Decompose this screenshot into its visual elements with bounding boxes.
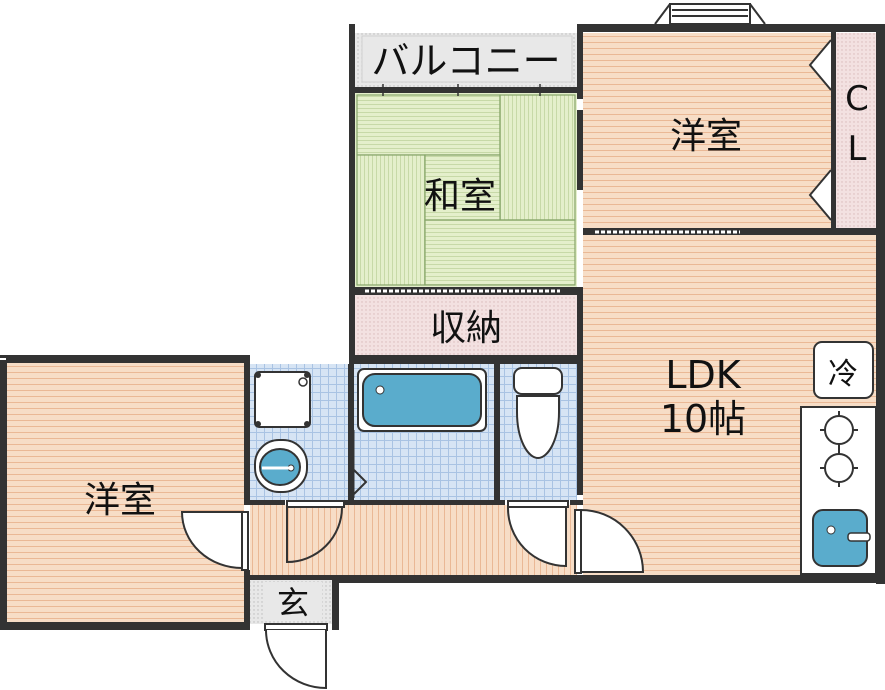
western-room-top-label: 洋室 [670,116,742,157]
tatami-mat [499,94,576,221]
fridge-box [813,341,874,399]
toilet [513,367,563,460]
fridge-label: 冷 [828,357,858,392]
wall [570,500,583,505]
wall [349,355,583,364]
wall [0,355,250,363]
bathtub [357,368,487,432]
stove-burner-icon [824,453,854,483]
wall [244,570,250,630]
fridge: 冷 [813,341,874,399]
window-bay [654,3,766,25]
kitchen-counter [800,406,877,575]
balcony-label-box [361,35,573,83]
wall [494,364,500,504]
storage-floor [355,295,577,355]
wall [244,355,250,505]
wall [332,575,339,630]
tatami-mat [356,94,501,156]
wall [338,575,883,583]
western-room-top-floor [583,33,831,228]
entrance-label-box [264,582,322,620]
wall [0,355,7,630]
hinged-doors [180,430,645,690]
tatami-room-label: 和室 [424,176,496,217]
wall [349,287,583,295]
ldk-size-label: 10帖 [660,397,746,441]
wall [876,24,885,584]
wall [348,364,354,500]
western-room-left-floor [6,362,244,622]
wall [250,575,338,580]
tatami-mat [356,154,426,286]
wall [577,24,583,99]
balcony-label: バルコニー [371,39,560,83]
wall [0,622,250,630]
closet-floor [836,33,876,228]
wall [577,290,583,495]
windows [0,3,766,360]
storage-label: 収納 [430,308,502,349]
tatami-mats [356,94,576,286]
wash-basin [254,439,308,493]
window-frame [669,3,751,25]
ldk-label: LDK [665,353,741,397]
sliding-doors [365,84,740,293]
wall [345,500,505,505]
washing-machine-body [254,371,311,428]
tatami-mat [424,154,501,221]
bathtub-basin [362,373,482,427]
wall [349,24,355,364]
stove-burner-icon [824,415,854,445]
tatami-mat [424,219,576,286]
wall [831,32,836,228]
wall [583,24,883,32]
closet-doors [808,39,832,221]
wall [577,110,583,190]
western-room-left-label: 洋室 [84,480,156,521]
wall [250,500,285,505]
drain-icon [298,377,308,387]
washing-machine [254,371,311,428]
entrance-label: 玄 [277,584,309,622]
